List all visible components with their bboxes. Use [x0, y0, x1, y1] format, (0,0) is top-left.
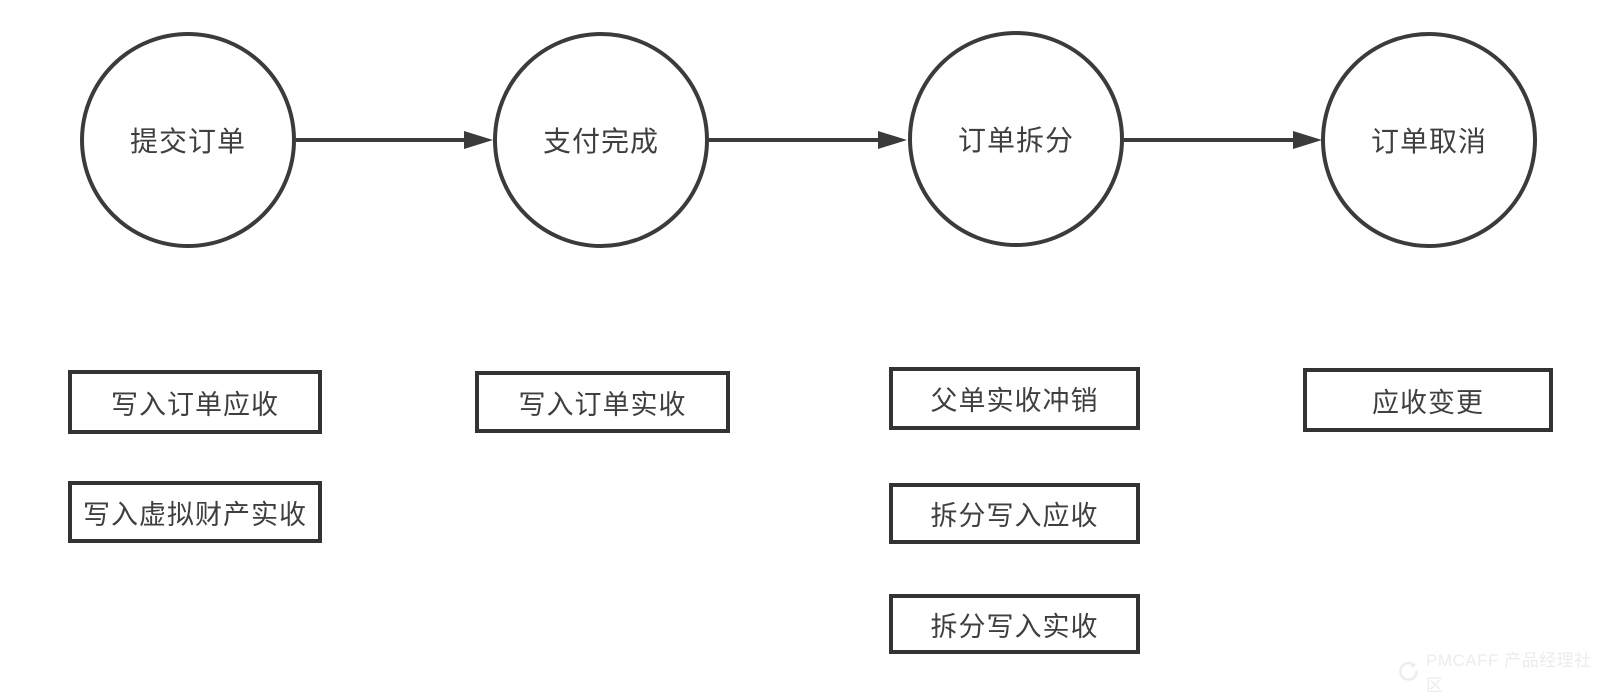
action-box-label: 应收变更 — [1372, 387, 1484, 418]
flow-node-order-cancel: 订单取消 — [1321, 32, 1537, 248]
action-box-label: 父单实收冲销 — [930, 386, 1099, 416]
flow-node-label: 支付完成 — [542, 126, 659, 157]
arrow-shaft — [296, 138, 464, 142]
action-box-write-order-received: 写入订单实收 — [475, 371, 730, 433]
pmcaff-logo-icon — [1398, 661, 1419, 682]
action-box-label: 写入订单实收 — [518, 389, 687, 420]
action-box-label: 写入订单应收 — [111, 389, 279, 420]
action-box-write-order-receivable: 写入订单应收 — [68, 370, 322, 434]
flow-node-label: 订单拆分 — [957, 125, 1074, 156]
flow-node-payment-complete: 支付完成 — [493, 32, 709, 248]
flow-node-order-split: 订单拆分 — [908, 31, 1124, 247]
action-box-split-write-receivable: 拆分写入应收 — [889, 483, 1140, 544]
action-box-receivable-change: 应收变更 — [1303, 368, 1553, 432]
flow-node-label: 订单取消 — [1370, 126, 1487, 157]
action-box-parent-order-received-writeoff: 父单实收冲销 — [889, 367, 1140, 430]
arrow-shaft — [709, 138, 878, 142]
flow-node-submit-order: 提交订单 — [80, 32, 296, 248]
flow-arrow-1 — [296, 131, 493, 149]
flow-node-label: 提交订单 — [129, 126, 246, 157]
arrowhead-icon — [464, 131, 493, 149]
flow-arrow-2 — [709, 131, 907, 149]
arrowhead-icon — [878, 131, 907, 149]
watermark: PMCAFF 产品经理社区 — [1398, 651, 1608, 695]
arrow-shaft — [1124, 138, 1293, 142]
action-box-label: 拆分写入实收 — [930, 611, 1099, 642]
action-box-split-write-received: 拆分写入实收 — [889, 594, 1140, 654]
flow-arrow-3 — [1124, 131, 1322, 149]
watermark-text: PMCAFF 产品经理社区 — [1426, 651, 1592, 695]
action-box-label: 拆分写入应收 — [930, 501, 1099, 531]
action-box-label: 写入虚拟财产实收 — [83, 499, 307, 530]
arrowhead-icon — [1293, 131, 1322, 149]
action-box-write-virtual-asset-received: 写入虚拟财产实收 — [68, 481, 322, 543]
